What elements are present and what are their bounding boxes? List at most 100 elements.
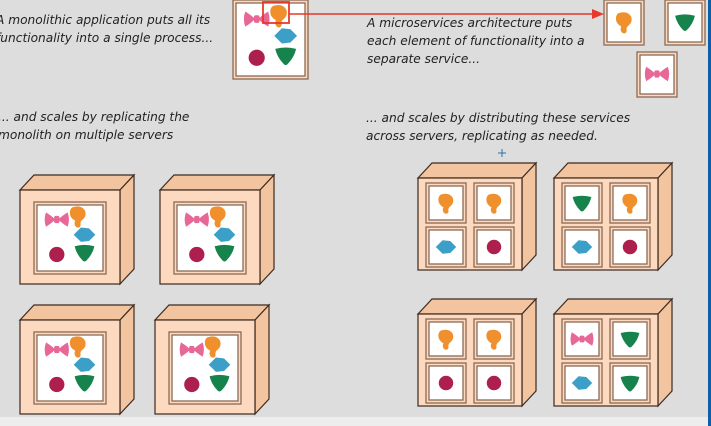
box-side: [119, 303, 135, 416]
ear-shape: [615, 12, 632, 34]
monolith-server-4: [153, 303, 271, 416]
ear-icon: [622, 193, 638, 214]
box-side: [521, 161, 537, 272]
triangle-shape: [275, 47, 297, 66]
triangle-icon: [620, 331, 640, 348]
triangle-icon: [275, 47, 297, 66]
triangle-icon: [572, 195, 592, 212]
microservice-server-2: [552, 161, 674, 272]
box-top: [416, 298, 538, 315]
ear-shape: [69, 206, 86, 228]
box-top: [552, 298, 674, 315]
ear-shape: [438, 193, 454, 214]
diamond-icon: [208, 357, 231, 372]
bow-tie-knot: [654, 70, 660, 78]
ear-shape: [438, 329, 454, 350]
diamond-shape: [213, 227, 236, 242]
bow-tie-knot: [253, 15, 260, 23]
ear-shape: [486, 193, 502, 214]
box-side: [657, 297, 673, 408]
triangle-shape: [214, 244, 235, 262]
service-1: [603, 0, 645, 46]
ear-icon: [204, 336, 221, 358]
circle-icon: [184, 376, 200, 393]
monolith-process-frame: [235, 2, 306, 77]
monolith-server-2: [158, 173, 276, 286]
circle-icon: [486, 375, 502, 391]
monolith-server-1: [18, 173, 136, 286]
circle-shape: [438, 375, 454, 391]
box-top: [158, 174, 276, 191]
diamond-shape: [571, 376, 593, 390]
circle-shape: [49, 376, 65, 393]
box-side: [119, 173, 135, 286]
bow-tie-icon: [44, 342, 69, 357]
triangle-shape: [572, 195, 592, 212]
microservice-server-3: [416, 297, 538, 408]
ear-icon: [615, 12, 632, 34]
triangle-icon: [74, 374, 95, 392]
triangle-icon: [74, 244, 95, 262]
box-top: [18, 174, 136, 191]
bow-tie-icon: [570, 332, 594, 346]
microservice-server-4: [552, 297, 674, 408]
ear-icon: [270, 5, 287, 28]
service-3: [636, 51, 678, 98]
ear-icon: [438, 193, 454, 214]
ear-icon: [69, 336, 86, 358]
diamond-shape: [435, 240, 457, 254]
service-2: [664, 0, 706, 46]
diamond-icon: [435, 240, 457, 254]
caption-line: each element of functionality into a: [367, 34, 585, 48]
box-side: [259, 173, 275, 286]
circle-icon: [248, 49, 265, 66]
bow-tie-icon: [179, 342, 204, 357]
microservices-intro-caption: A microservices architecture puts each e…: [367, 14, 585, 68]
diamond-icon: [73, 227, 96, 242]
box-side: [657, 161, 673, 272]
ear-shape: [209, 206, 226, 228]
window-edge: [708, 0, 711, 426]
caption-line: A monolithic application puts all its: [0, 13, 211, 27]
box-top: [153, 304, 271, 321]
triangle-icon: [209, 374, 230, 392]
monolith-scale-caption: ... and scales by replicating the monoli…: [0, 108, 189, 144]
circle-icon: [189, 246, 205, 263]
cursor-icon: [498, 149, 506, 157]
ear-shape: [204, 336, 221, 358]
circle-shape: [622, 239, 638, 255]
circle-shape: [486, 375, 502, 391]
circle-shape: [49, 246, 65, 263]
diamond-shape: [73, 357, 96, 372]
highlight-box: [262, 1, 290, 24]
box-side: [254, 303, 270, 416]
bow-tie-icon: [184, 212, 209, 227]
triangle-shape: [74, 244, 95, 262]
triangle-icon: [620, 375, 640, 392]
circle-shape: [248, 49, 265, 66]
bottom-strip: [0, 417, 711, 426]
diamond-icon: [274, 28, 298, 44]
box-top: [552, 162, 674, 179]
triangle-shape: [74, 374, 95, 392]
bow-tie-knot: [194, 215, 200, 224]
diamond-icon: [571, 376, 593, 390]
ear-icon: [486, 193, 502, 214]
triangle-icon: [214, 244, 235, 262]
diamond-icon: [213, 227, 236, 242]
ear-shape: [270, 5, 287, 28]
circle-icon: [49, 246, 65, 263]
bow-tie-shape: [44, 342, 69, 357]
bow-tie-shape: [44, 212, 69, 227]
caption-line: monolith on multiple servers: [0, 128, 174, 142]
box-top: [416, 162, 538, 179]
triangle-shape: [620, 331, 640, 348]
ear-icon: [438, 329, 454, 350]
diamond-shape: [73, 227, 96, 242]
bow-tie-shape: [570, 332, 594, 346]
bow-tie-knot: [189, 345, 195, 354]
ear-shape: [622, 193, 638, 214]
circle-icon: [622, 239, 638, 255]
